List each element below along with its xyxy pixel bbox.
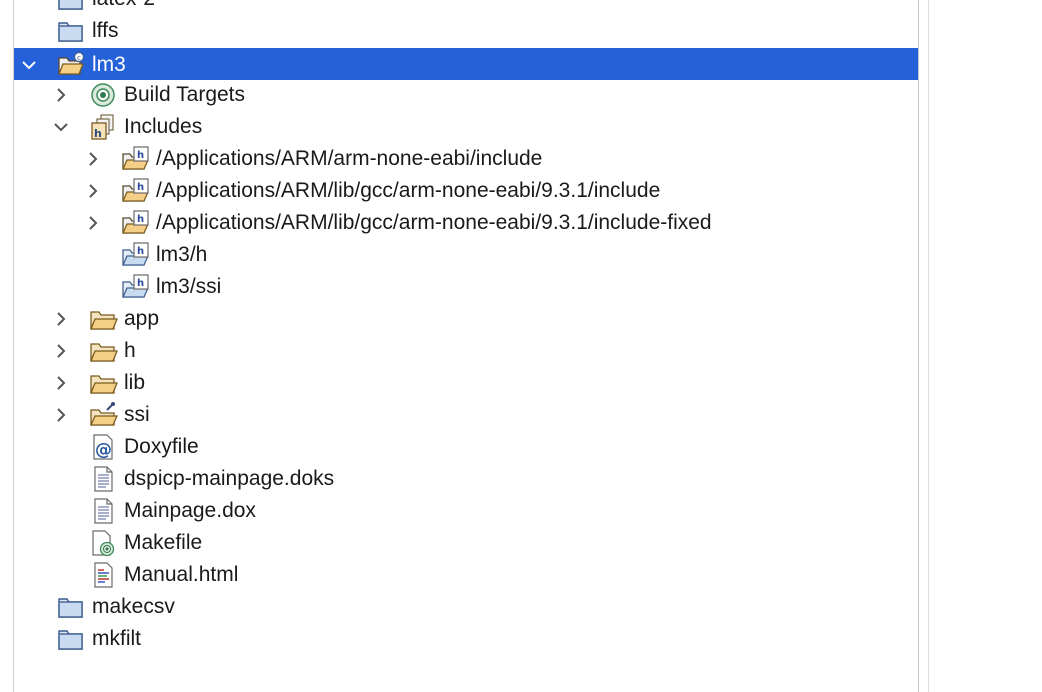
tree-item-label: Includes: [124, 115, 203, 138]
doxyfile-icon: @: [88, 433, 118, 461]
tree-item-app[interactable]: app: [14, 302, 918, 336]
tree-item-build-targets[interactable]: Build Targets: [14, 78, 918, 112]
project-folder-icon: [56, 0, 86, 13]
chevron-right-icon[interactable]: [53, 407, 69, 423]
project-folder-icon: [56, 17, 86, 45]
svg-text:@: @: [95, 440, 112, 460]
chevron-down-icon[interactable]: [53, 119, 69, 135]
tree-item-label: lm3/h: [156, 243, 208, 266]
tree-item-label: lm3: [92, 53, 126, 76]
chevron-right-icon[interactable]: [53, 375, 69, 391]
tree-item-doxyfile[interactable]: @ Doxyfile: [14, 430, 918, 464]
tree-item-label: app: [124, 307, 160, 330]
open-c-project-icon: c: [56, 51, 86, 79]
tree-item-ssi[interactable]: ssi: [14, 398, 918, 432]
chevron-down-icon[interactable]: [21, 57, 37, 73]
includes-icon: h: [88, 113, 118, 141]
text-file-icon: [88, 497, 118, 525]
tree-item-label: latex-2: [92, 0, 155, 12]
svg-text:h: h: [137, 150, 144, 161]
tree-item-lm3-ssi[interactable]: h lm3/ssi: [14, 270, 918, 304]
folder-icon: [88, 337, 118, 365]
tree-item-label: ssi: [124, 403, 150, 426]
tree-item-label: Makefile: [124, 531, 203, 554]
tree-item-label: Build Targets: [124, 83, 246, 106]
tree-item-lm3[interactable]: c lm3: [14, 48, 918, 80]
tree-item-label: lffs: [92, 19, 119, 42]
tree-item-label: h: [124, 339, 136, 362]
tree-item-lffs[interactable]: lffs: [14, 14, 918, 48]
tree-item-includes[interactable]: h Includes: [14, 110, 918, 144]
svg-text:h: h: [137, 246, 144, 257]
tree-item-label: /Applications/ARM/arm-none-eabi/include: [156, 147, 543, 170]
include-folder-icon: h: [120, 209, 150, 237]
tree-item-mkfilt[interactable]: mkfilt: [14, 622, 918, 656]
tree-item-applications-arm-lib-gcc-arm-none-eabi-9-3-1-include-fixed[interactable]: h/Applications/ARM/lib/gcc/arm-none-eabi…: [14, 206, 918, 240]
tree-item-label: lm3/ssi: [156, 275, 222, 298]
tree-item-lm3-h[interactable]: h lm3/h: [14, 238, 918, 272]
tree-item-label: Manual.html: [124, 563, 239, 586]
tree-item-label: makecsv: [92, 595, 175, 618]
project-folder-icon: [56, 625, 86, 653]
linked-folder-icon: [88, 401, 118, 429]
include-folder-icon: h: [120, 177, 150, 205]
text-file-icon: [88, 465, 118, 493]
tree-item-makecsv[interactable]: makecsv: [14, 590, 918, 624]
tree-item-label: Mainpage.dox: [124, 499, 256, 522]
panel-sash[interactable]: [918, 0, 919, 692]
svg-text:h: h: [137, 278, 144, 289]
svg-text:h: h: [137, 182, 144, 193]
workspace-include-icon: h: [120, 273, 150, 301]
folder-icon: [88, 369, 118, 397]
build-targets-icon: [88, 81, 118, 109]
include-folder-icon: h: [120, 145, 150, 173]
chevron-right-icon[interactable]: [53, 87, 69, 103]
tree-item-label: /Applications/ARM/lib/gcc/arm-none-eabi/…: [156, 179, 661, 202]
chevron-right-icon[interactable]: [53, 311, 69, 327]
svg-text:h: h: [94, 127, 102, 140]
tree-item-manual-html[interactable]: Manual.html: [14, 558, 918, 592]
panel-edge: [928, 0, 929, 692]
makefile-icon: [88, 529, 118, 557]
svg-text:c: c: [77, 54, 81, 62]
tree-left-border: [13, 0, 14, 692]
chevron-right-icon[interactable]: [85, 151, 101, 167]
chevron-right-icon[interactable]: [53, 343, 69, 359]
project-folder-icon: [56, 593, 86, 621]
tree-item-label: dspicp-mainpage.doks: [124, 467, 335, 490]
tree-item-label: lib: [124, 371, 146, 394]
tree-item-lib[interactable]: lib: [14, 366, 918, 400]
workspace-include-icon: h: [120, 241, 150, 269]
tree-item-mainpage-dox[interactable]: Mainpage.dox: [14, 494, 918, 528]
tree-item-applications-arm-arm-none-eabi-include[interactable]: h/Applications/ARM/arm-none-eabi/include: [14, 142, 918, 176]
svg-text:h: h: [137, 214, 144, 225]
folder-icon: [88, 305, 118, 333]
tree-item-latex-2[interactable]: latex-2: [14, 0, 918, 16]
tree-item-label: /Applications/ARM/lib/gcc/arm-none-eabi/…: [156, 211, 712, 234]
tree-item-dspicp-mainpage-doks[interactable]: dspicp-mainpage.doks: [14, 462, 918, 496]
tree-item-applications-arm-lib-gcc-arm-none-eabi-9-3-1-include[interactable]: h/Applications/ARM/lib/gcc/arm-none-eabi…: [14, 174, 918, 208]
tree-item-makefile[interactable]: Makefile: [14, 526, 918, 560]
tree-item-h[interactable]: h: [14, 334, 918, 368]
tree-item-label: Doxyfile: [124, 435, 199, 458]
html-file-icon: [88, 561, 118, 589]
chevron-right-icon[interactable]: [85, 183, 101, 199]
chevron-right-icon[interactable]: [85, 215, 101, 231]
tree-item-label: mkfilt: [92, 627, 141, 650]
